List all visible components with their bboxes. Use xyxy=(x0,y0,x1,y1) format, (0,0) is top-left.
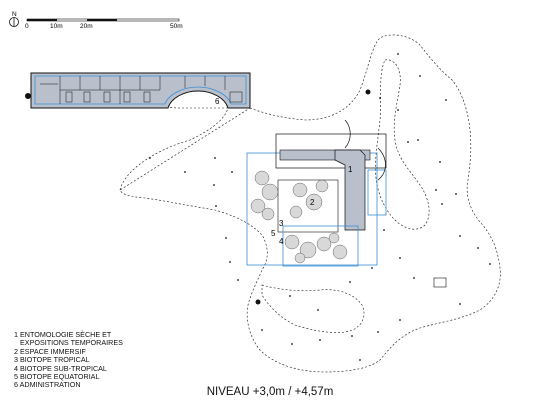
north-arrow: N xyxy=(9,11,19,27)
kiosk xyxy=(433,277,447,288)
legend-item-4: 4 BIOTOPE SUB-TROPICAL xyxy=(14,363,107,373)
legend-item-1: 1 ENTOMOLOGIE SÈCHE ET xyxy=(14,330,112,339)
legend-item-2: 2 ESPACE IMMERSIF xyxy=(14,346,86,356)
room-label-6: 6 xyxy=(215,97,220,106)
site-inner-outline xyxy=(375,59,430,230)
legend-item-5: 5 BIOTOPE EQUATORIAL xyxy=(14,372,100,382)
scale-tick-10: 10m xyxy=(50,23,63,30)
legend-item-3: 3 BIOTOPE TROPICAL xyxy=(14,355,90,365)
room-label-3: 3 xyxy=(279,219,284,228)
scale-tick-20: 20m xyxy=(80,23,93,30)
legend-item-6: 6 ADMINISTRATION xyxy=(14,380,81,390)
room-label-2: 2 xyxy=(310,198,315,207)
legend: 1 ENTOMOLOGIE SÈCHE ET EXPOSITIONS TEMPO… xyxy=(14,330,123,390)
north-label: N xyxy=(12,11,17,18)
legend-item-1-cont: EXPOSITIONS TEMPORAIRES xyxy=(20,338,123,348)
room-label-4: 4 xyxy=(279,237,284,246)
level-title: NIVEAU +3,0m / +4,57m xyxy=(206,386,334,398)
main-building: 1 2 3 5 4 xyxy=(246,119,387,267)
room-label-1: 1 xyxy=(348,165,353,174)
scale-tick-0: 0 xyxy=(25,23,29,30)
scale-tick-50: 50m xyxy=(170,23,183,30)
room-label-5: 5 xyxy=(271,229,276,238)
site-markers xyxy=(255,89,371,305)
site-lower-outline xyxy=(261,284,365,333)
scale-bar: 0 10m 20m 50m xyxy=(25,18,183,30)
site-dots xyxy=(149,53,491,361)
admin-building: 6 xyxy=(25,72,251,109)
